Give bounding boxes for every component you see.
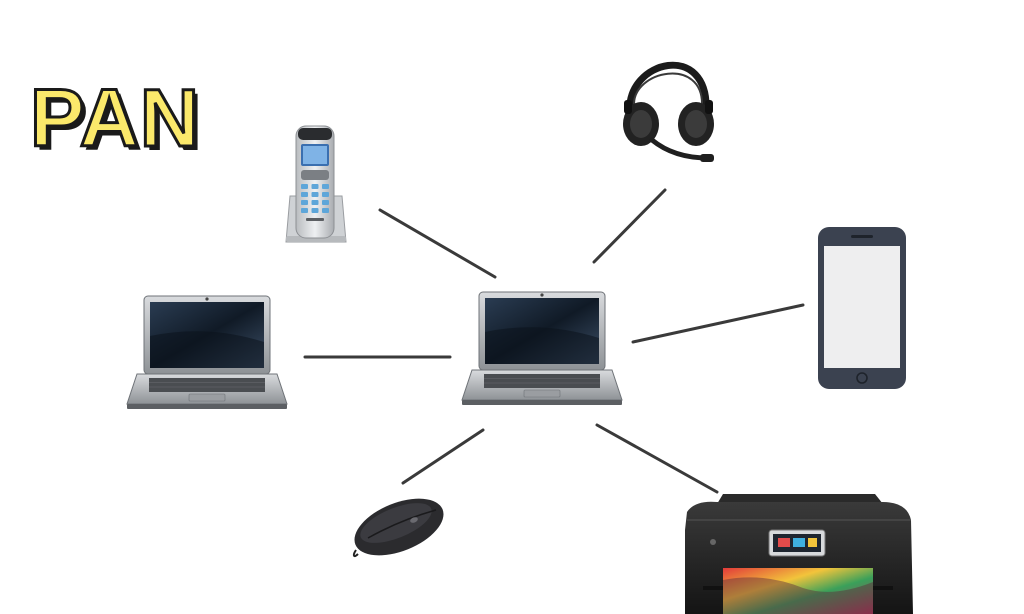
smartphone-icon bbox=[818, 227, 906, 389]
connector-smartphone bbox=[631, 303, 805, 344]
mouse-icon bbox=[352, 498, 444, 558]
connector-headset bbox=[592, 188, 667, 264]
connector-printer bbox=[595, 423, 719, 494]
connector-mouse bbox=[401, 428, 485, 485]
headset-icon bbox=[623, 61, 714, 162]
hub-laptop-icon bbox=[461, 291, 623, 405]
connector-phone bbox=[378, 208, 497, 279]
printer-icon bbox=[685, 494, 913, 614]
keypad bbox=[301, 184, 329, 213]
cordless-phone-icon bbox=[285, 125, 347, 243]
diagram-title: PAN bbox=[28, 73, 201, 164]
laptop-icon bbox=[126, 295, 288, 409]
connectors bbox=[303, 188, 805, 494]
